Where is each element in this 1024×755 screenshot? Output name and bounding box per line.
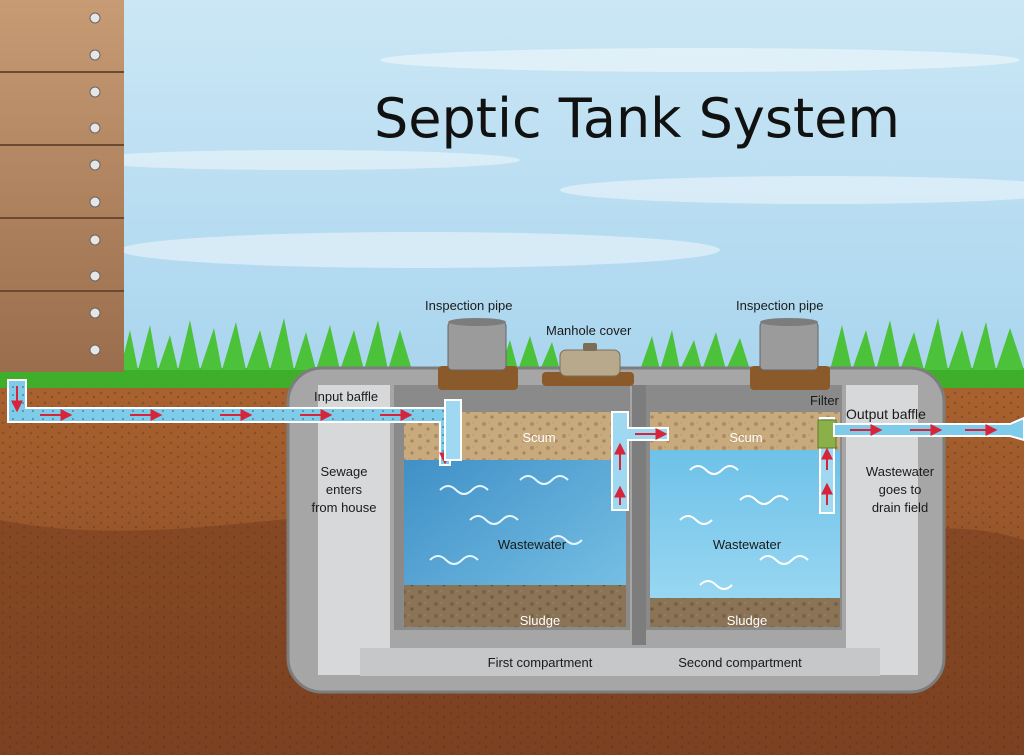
label-input-baffle: Input baffle — [314, 389, 378, 404]
tank-inner-left-wall — [318, 385, 390, 675]
label-inspection-pipe-right: Inspection pipe — [736, 298, 823, 313]
first-compartment — [394, 385, 630, 630]
label-wastewater-right: Wastewater — [713, 537, 782, 552]
house-wall — [0, 0, 124, 372]
label-wastewater-out: Wastewater goes to drain field — [866, 464, 935, 515]
label-inspection-pipe-left: Inspection pipe — [425, 298, 512, 313]
inspection-pipe-left — [438, 318, 518, 390]
clouds — [80, 48, 1024, 268]
label-wastewater-left: Wastewater — [498, 537, 567, 552]
diagram-title: Septic Tank System — [374, 87, 900, 150]
compartment-divider — [632, 385, 646, 645]
output-baffle — [817, 417, 837, 514]
svg-text:goes to: goes to — [879, 482, 922, 497]
inspection-pipe-right — [750, 318, 830, 390]
label-sludge-right: Sludge — [727, 613, 767, 628]
outlet-pipe — [833, 416, 1024, 442]
svg-text:from house: from house — [311, 500, 376, 515]
sky — [0, 0, 1024, 380]
svg-text:drain field: drain field — [872, 500, 928, 515]
label-scum-left: Scum — [522, 430, 555, 445]
grass-blades — [120, 318, 1024, 370]
svg-text:Sewage: Sewage — [321, 464, 368, 479]
svg-text:Wastewater: Wastewater — [866, 464, 935, 479]
label-scum-right: Scum — [729, 430, 762, 445]
label-output-baffle: Output baffle — [846, 406, 926, 422]
tank-floor — [360, 648, 880, 676]
transfer-pipe — [611, 411, 669, 511]
label-sewage-enters: Sewage enters from house — [311, 464, 376, 515]
label-manhole-cover: Manhole cover — [546, 323, 632, 338]
label-filter: Filter — [810, 393, 840, 408]
svg-text:enters: enters — [326, 482, 363, 497]
label-first-compartment: First compartment — [488, 655, 593, 670]
second-compartment — [646, 385, 842, 630]
label-second-compartment: Second compartment — [678, 655, 802, 670]
manhole — [542, 343, 634, 386]
inlet-pipe — [7, 379, 451, 466]
input-baffle — [444, 399, 462, 461]
label-sludge-left: Sludge — [520, 613, 560, 628]
